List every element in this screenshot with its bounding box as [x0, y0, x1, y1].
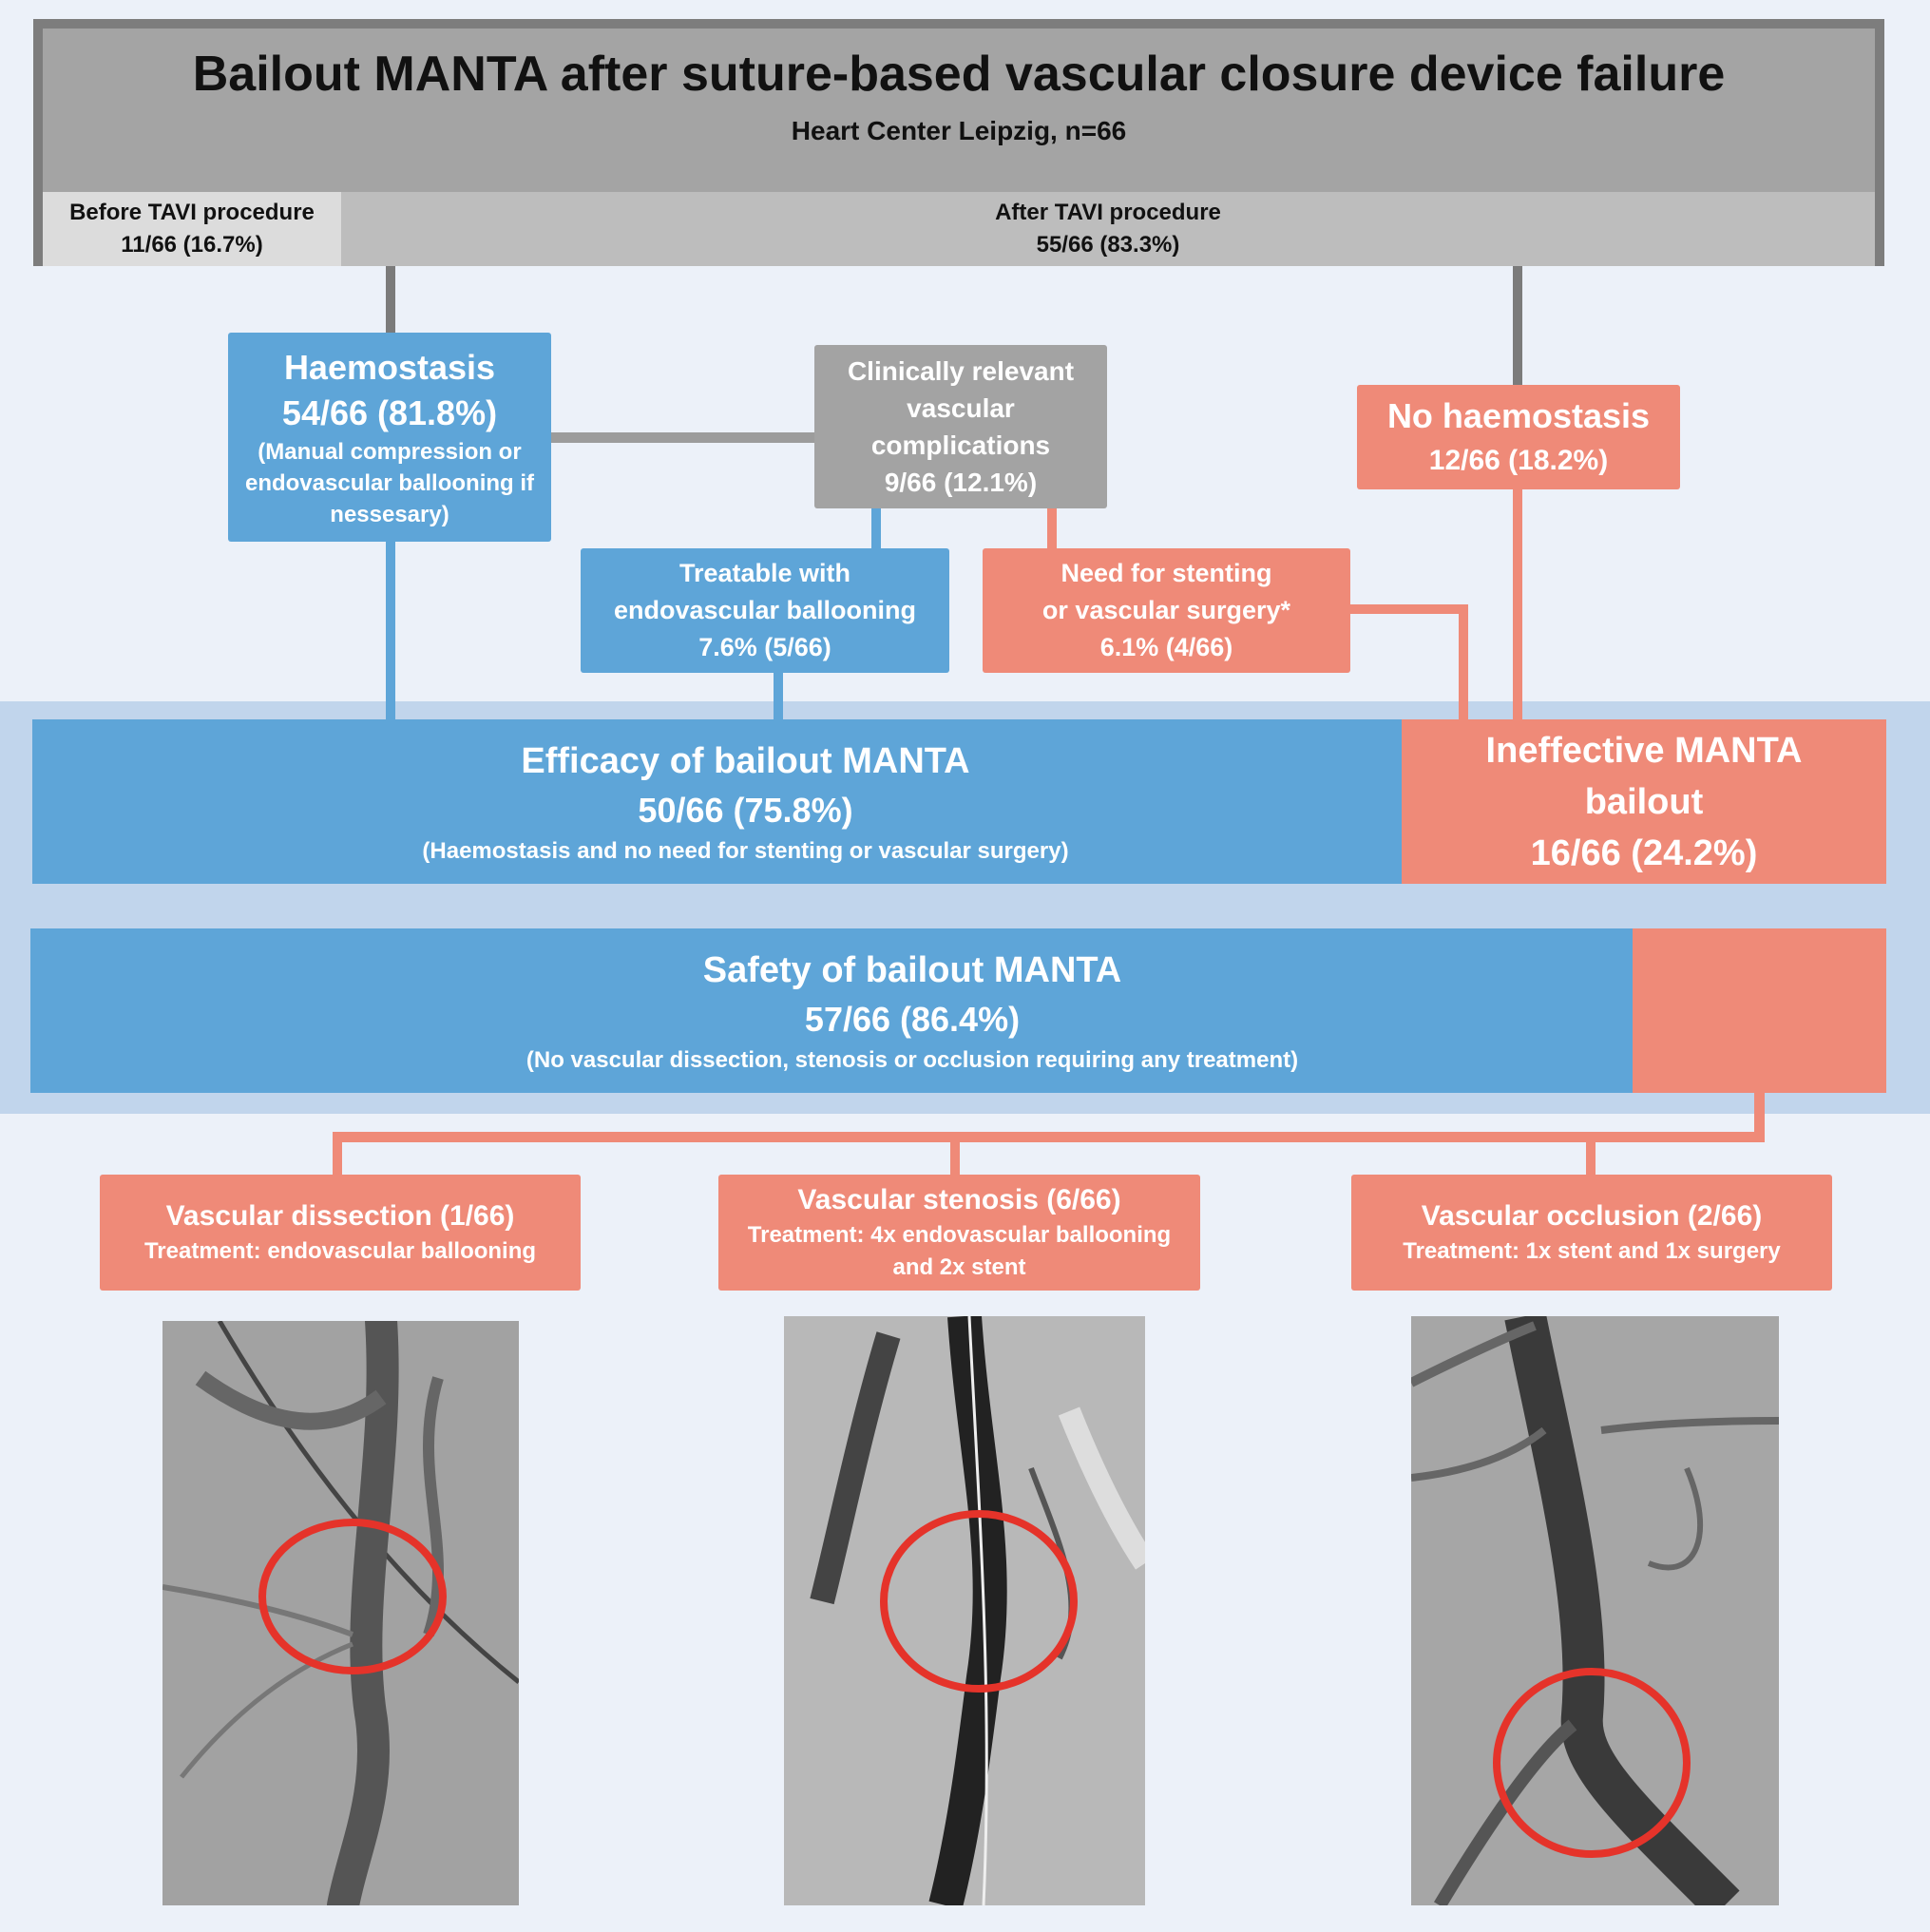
angiogram-dissection-image: [162, 1321, 519, 1905]
header-box: Bailout MANTA after suture-based vascula…: [33, 19, 1884, 266]
safety-note: (No vascular dissection, stenosis or occ…: [525, 1046, 1299, 1073]
need-stenting-line-2: or vascular surgery*: [1041, 596, 1291, 624]
clinical-line-1: Clinically relevant: [847, 356, 1075, 386]
connector-bottom-horizontal: [333, 1132, 1765, 1142]
connector-to-occlusion: [1586, 1132, 1596, 1175]
treatable-line-2: endovascular ballooning: [613, 596, 917, 624]
ineffective-line-2: bailout: [1584, 781, 1704, 822]
treatable-line-1: Treatable with: [678, 559, 851, 587]
efficacy-value: 50/66 (75.8%): [638, 790, 853, 830]
haemostasis-note-2: endovascular ballooning if: [244, 469, 535, 496]
connector-to-dissection: [333, 1132, 342, 1175]
stenosis-treatment-2: and 2x stent: [892, 1254, 1026, 1280]
treatable-box: Treatable with endovascular ballooning 7…: [581, 548, 949, 673]
no-haemostasis-value: 12/66 (18.2%): [1428, 445, 1609, 476]
connector-stenting-ineffective: [1459, 604, 1468, 719]
connector-haemostasis-efficacy: [386, 542, 395, 719]
haemostasis-box: Haemostasis 54/66 (81.8%) (Manual compre…: [228, 333, 551, 542]
clinical-complications-box: Clinically relevant vascular complicatio…: [814, 345, 1107, 508]
dissection-title: Vascular dissection (1/66): [165, 1200, 515, 1232]
connector-clinical-stenting: [1047, 508, 1057, 548]
safety-box: Safety of bailout MANTA 57/66 (86.4%) (N…: [30, 928, 1633, 1093]
no-haemostasis-box: No haemostasis 12/66 (18.2%): [1357, 385, 1680, 489]
occlusion-title: Vascular occlusion (2/66): [1421, 1200, 1763, 1232]
before-tavi-value: 11/66 (16.7%): [121, 232, 263, 258]
efficacy-title: Efficacy of bailout MANTA: [521, 740, 970, 781]
connector-no-haemostasis-ineffective: [1513, 489, 1522, 719]
highlight-circle: [880, 1510, 1078, 1693]
connector-safety-down: [1754, 1093, 1765, 1142]
treatable-value: 7.6% (5/66): [698, 633, 831, 661]
highlight-circle: [1493, 1668, 1691, 1858]
connector-clinical-treatable: [871, 508, 881, 548]
efficacy-box: Efficacy of bailout MANTA 50/66 (75.8%) …: [32, 719, 1402, 884]
connector-treatable-efficacy: [774, 673, 783, 719]
haemostasis-value: 54/66 (81.8%): [281, 392, 498, 432]
dissection-treatment: Treatment: endovascular ballooning: [143, 1238, 537, 1264]
safety-title: Safety of bailout MANTA: [702, 949, 1122, 990]
header-subtitle: Heart Center Leipzig, n=66: [791, 116, 1127, 145]
clinical-line-2: vascular: [907, 393, 1015, 423]
haemostasis-note-3: nessesary): [330, 501, 449, 527]
before-tavi-label: Before TAVI procedure: [69, 200, 315, 225]
after-tavi-label: After TAVI procedure: [995, 200, 1221, 225]
header-title: Bailout MANTA after suture-based vascula…: [192, 47, 1726, 102]
haemostasis-title: Haemostasis: [283, 347, 496, 387]
occlusion-box: Vascular occlusion (2/66) Treatment: 1x …: [1351, 1175, 1832, 1291]
ineffective-box: Ineffective MANTA bailout 16/66 (24.2%): [1402, 719, 1886, 884]
need-stenting-box: Need for stenting or vascular surgery* 6…: [983, 548, 1350, 673]
connector-header-haemostasis: [386, 266, 395, 333]
safety-failure-segment: [1633, 928, 1886, 1093]
haemostasis-note-1: (Manual compression or: [258, 438, 522, 465]
ineffective-line-1: Ineffective MANTA: [1485, 730, 1803, 771]
clinical-line-3: complications: [870, 430, 1051, 460]
connector-to-stenosis: [950, 1132, 960, 1175]
after-tavi-cell: After TAVI procedure 55/66 (83.3%): [341, 192, 1875, 266]
before-tavi-cell: Before TAVI procedure 11/66 (16.7%): [43, 192, 341, 266]
connector-stenting-horizontal: [1350, 604, 1468, 614]
stenosis-title: Vascular stenosis (6/66): [797, 1184, 1121, 1215]
no-haemostasis-title: No haemostasis: [1386, 396, 1651, 435]
connector-header-no-haemostasis: [1513, 266, 1522, 385]
angiogram-occlusion-image: [1411, 1316, 1779, 1905]
occlusion-treatment: Treatment: 1x stent and 1x surgery: [1403, 1238, 1781, 1264]
after-tavi-value: 55/66 (83.3%): [1036, 232, 1180, 258]
connector-haemostasis-complications: [551, 432, 814, 443]
ineffective-value: 16/66 (24.2%): [1530, 832, 1758, 873]
stenosis-treatment-1: Treatment: 4x endovascular ballooning: [747, 1222, 1172, 1248]
efficacy-note: (Haemostasis and no need for stenting or…: [422, 837, 1069, 864]
safety-value: 57/66 (86.4%): [804, 999, 1021, 1039]
stenosis-box: Vascular stenosis (6/66) Treatment: 4x e…: [718, 1175, 1200, 1291]
clinical-value: 9/66 (12.1%): [884, 468, 1038, 497]
need-stenting-line-1: Need for stenting: [1061, 559, 1272, 587]
angiogram-stenosis-image: [784, 1316, 1145, 1905]
dissection-box: Vascular dissection (1/66) Treatment: en…: [100, 1175, 581, 1291]
need-stenting-value: 6.1% (4/66): [1099, 633, 1233, 661]
highlight-circle: [258, 1519, 447, 1674]
